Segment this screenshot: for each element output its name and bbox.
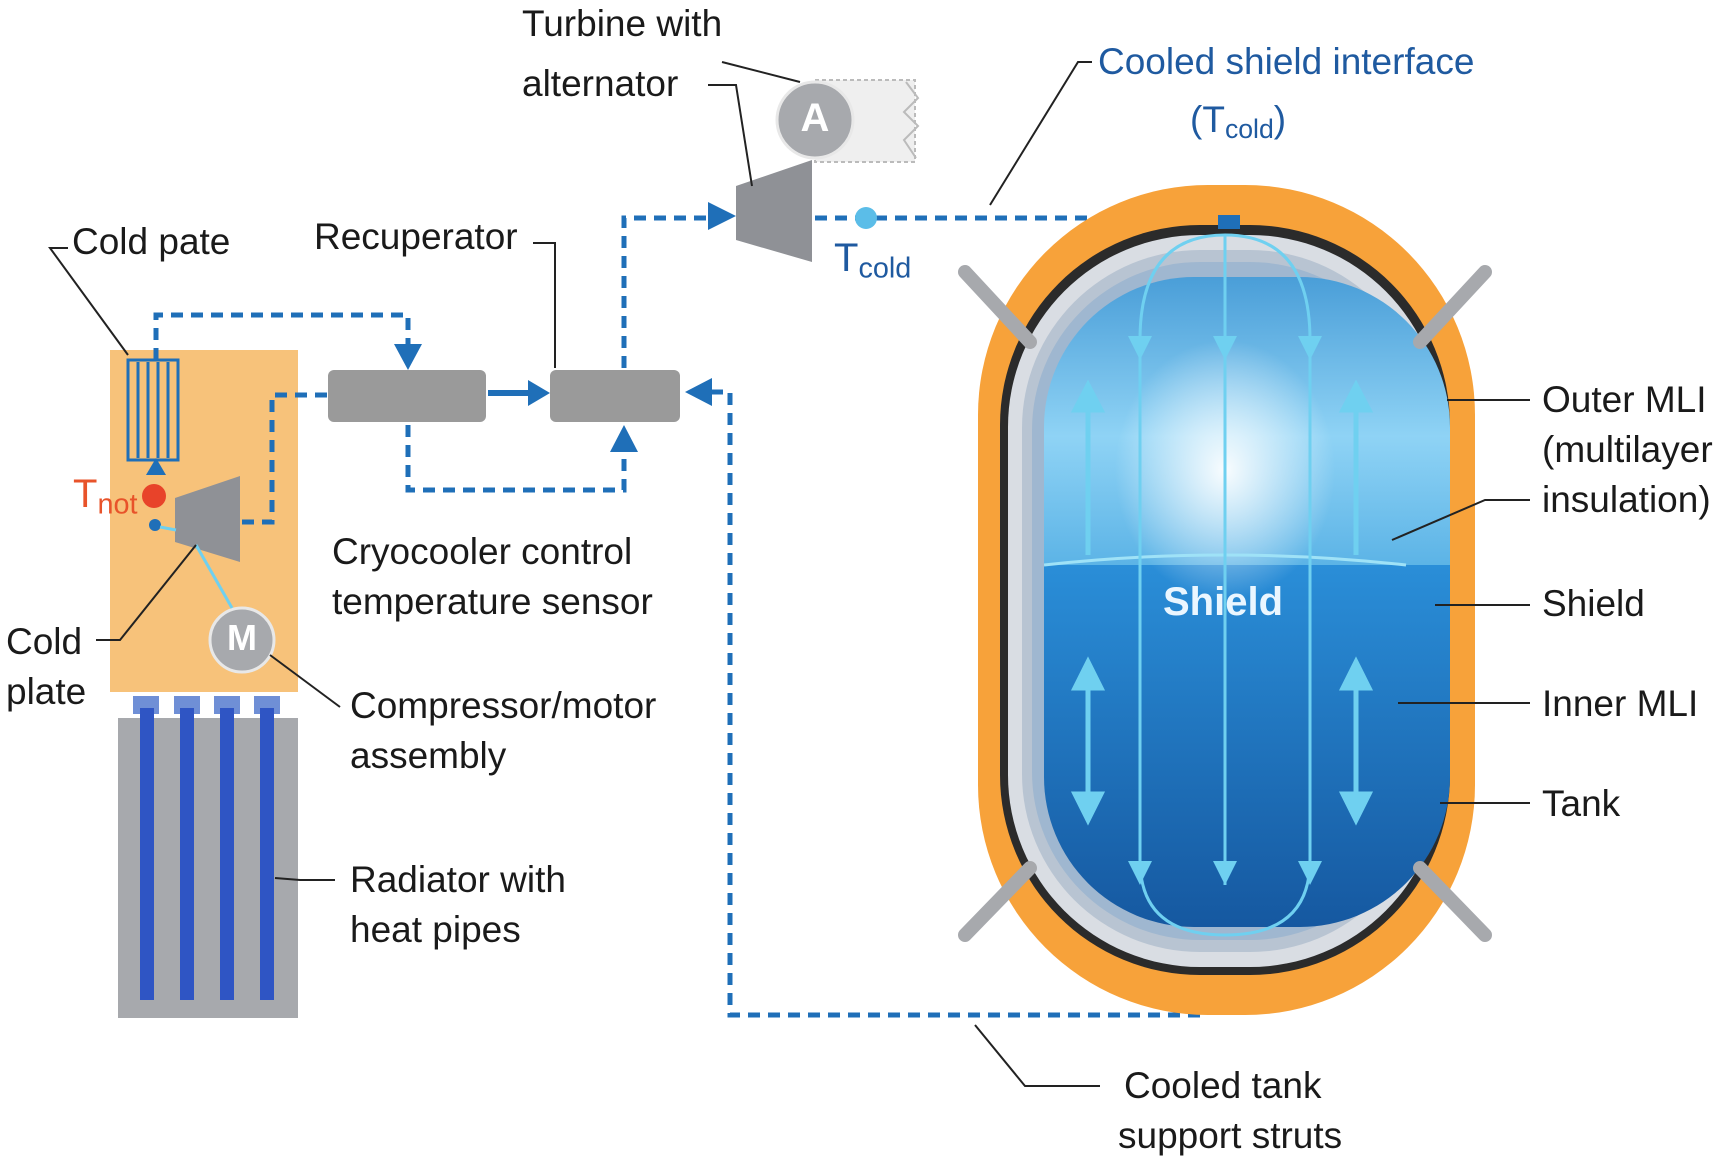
- sensor-label-line1: Cryocooler control: [332, 531, 633, 572]
- flow-arrow: [708, 202, 736, 230]
- flow-arrow: [146, 458, 166, 475]
- tank-assembly: [958, 185, 1492, 1015]
- heat-pipe: [220, 708, 234, 1000]
- outer-mli-label-line1: Outer MLI: [1542, 379, 1707, 420]
- leader-lines: [48, 61, 1530, 1087]
- shield-label: Shield: [1542, 583, 1645, 624]
- radiator-label-line1: Radiator with: [350, 859, 566, 900]
- heat-pipe: [180, 708, 194, 1000]
- radiator: [118, 696, 298, 1018]
- tank-center-label: Shield: [1163, 580, 1284, 624]
- recuperator-hx1: [328, 370, 486, 422]
- shield-interface-paren-open: (T: [1190, 99, 1225, 140]
- motor: [208, 606, 276, 674]
- support-struts: [958, 265, 1492, 942]
- alternator: [775, 80, 855, 160]
- recuperator-label: Recuperator: [314, 216, 518, 257]
- shield-interface-label-line2: (Tcold): [1190, 96, 1286, 146]
- tank-label: Tank: [1542, 783, 1621, 824]
- cold-pate-label: Cold pate: [72, 221, 231, 262]
- flow-arrow: [610, 425, 638, 452]
- compressor: [175, 476, 240, 562]
- inner-mli-label: Inner MLI: [1542, 683, 1699, 724]
- thot-main: T: [73, 472, 98, 516]
- turbine-label-line2: alternator: [522, 63, 679, 104]
- shield-interface-paren-close: ): [1273, 99, 1287, 140]
- cold-plate-label-line2: plate: [6, 671, 87, 712]
- thot-label: Tnot: [73, 468, 137, 524]
- motor-glyph: M: [227, 617, 257, 658]
- heat-pipe: [260, 708, 274, 1000]
- internal-arrows: [1128, 336, 1322, 885]
- shield-interface-label-line1: Cooled shield interface: [1098, 41, 1475, 82]
- sensor-dot: [149, 519, 161, 531]
- shield-interface-sub: cold: [1224, 113, 1274, 144]
- outer-mli-label-line3: insulation): [1542, 479, 1711, 520]
- turbine-label-line1: Turbine with: [522, 3, 723, 44]
- struts-label-line2: support struts: [1118, 1115, 1343, 1156]
- tcold-sub: cold: [858, 252, 912, 285]
- tcold-sensor-dot: [855, 207, 877, 229]
- heat-pipe: [140, 708, 154, 1000]
- turbine: [736, 160, 812, 262]
- alternator-glyph: A: [800, 96, 830, 140]
- outer-mli-label-line2: (multilayer: [1542, 429, 1713, 470]
- cold-pate-exchanger: [126, 358, 180, 462]
- tcold-main: T: [834, 236, 859, 280]
- tcold-label: Tcold: [834, 232, 911, 288]
- up-arrows: [1070, 379, 1374, 555]
- thot-sub: not: [97, 488, 138, 521]
- compressor-label-line2: assembly: [350, 735, 507, 776]
- radiator-label-line2: heat pipes: [350, 909, 521, 950]
- compressor-label-line1: Compressor/motor: [350, 685, 657, 726]
- flow-arrow: [394, 344, 422, 370]
- struts-label-line1: Cooled tank: [1124, 1065, 1322, 1106]
- cold-plate-label-line1: Cold: [6, 621, 83, 662]
- recuperator-hx2: [550, 370, 680, 422]
- thot-sensor-dot: [142, 484, 166, 508]
- sensor-label-line2: temperature sensor: [332, 581, 653, 622]
- double-arrows: [1070, 656, 1374, 826]
- flow-arrow: [685, 378, 712, 406]
